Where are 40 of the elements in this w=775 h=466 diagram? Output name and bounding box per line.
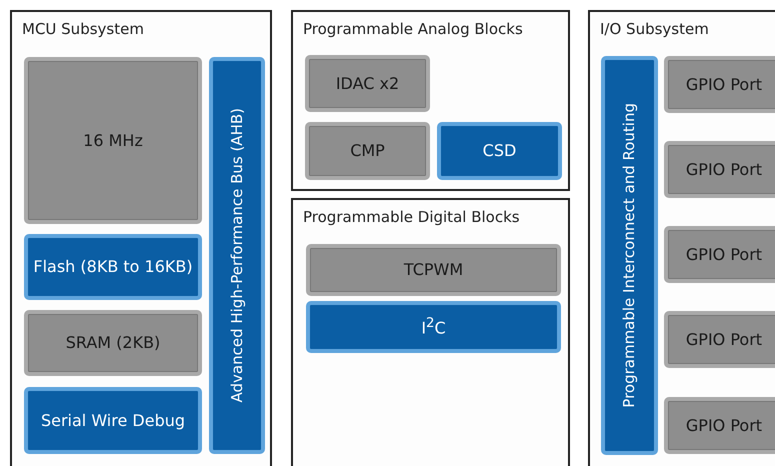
bus-bar — [601, 56, 658, 455]
block-label: 16 MHz — [83, 130, 143, 152]
panel-title: Programmable Analog Blocks — [303, 20, 523, 38]
function-block — [664, 397, 775, 454]
function-block — [305, 122, 430, 180]
block-label: Serial Wire Debug — [40, 410, 186, 432]
function-block — [664, 311, 775, 368]
block-label: GPIO Port — [686, 328, 762, 350]
panel-title: Programmable Digital Blocks — [303, 208, 520, 226]
block-label: CMP — [350, 140, 385, 162]
function-block — [24, 57, 202, 224]
function-block — [24, 234, 202, 300]
block-label: GPIO Port — [686, 74, 762, 96]
function-block — [24, 310, 202, 376]
block-label: Programmable Interconnect and Routing — [619, 103, 640, 408]
function-block — [664, 226, 775, 283]
block-label: CSD — [482, 140, 516, 162]
panel-title: I/O Subsystem — [600, 20, 709, 38]
block-label: GPIO Port — [686, 244, 762, 266]
function-block — [437, 122, 562, 180]
block-label: GPIO Port — [686, 158, 762, 180]
block-label: Flash (8KB to 16KB) — [33, 256, 193, 278]
function-block — [306, 244, 561, 296]
panel-title: MCU Subsystem — [22, 20, 144, 38]
block-label: I$^{2}$C — [421, 315, 446, 339]
block-label: GPIO Port — [686, 414, 762, 436]
block-label: SRAM (2KB) — [66, 332, 160, 354]
subsystem-panel — [291, 10, 570, 191]
block-label: TCPWM — [404, 259, 464, 281]
block-label: IDAC x2 — [336, 72, 400, 94]
subsystem-panel — [10, 10, 272, 466]
function-block — [24, 387, 202, 454]
function-block — [664, 141, 775, 198]
function-block — [305, 55, 430, 112]
subsystem-panel — [588, 10, 775, 466]
bus-bar — [209, 57, 265, 454]
function-block — [306, 301, 561, 353]
subsystem-panel — [291, 198, 570, 466]
block-label: Advanced High-Performance Bus (AHB) — [226, 108, 247, 403]
function-block — [664, 56, 775, 113]
